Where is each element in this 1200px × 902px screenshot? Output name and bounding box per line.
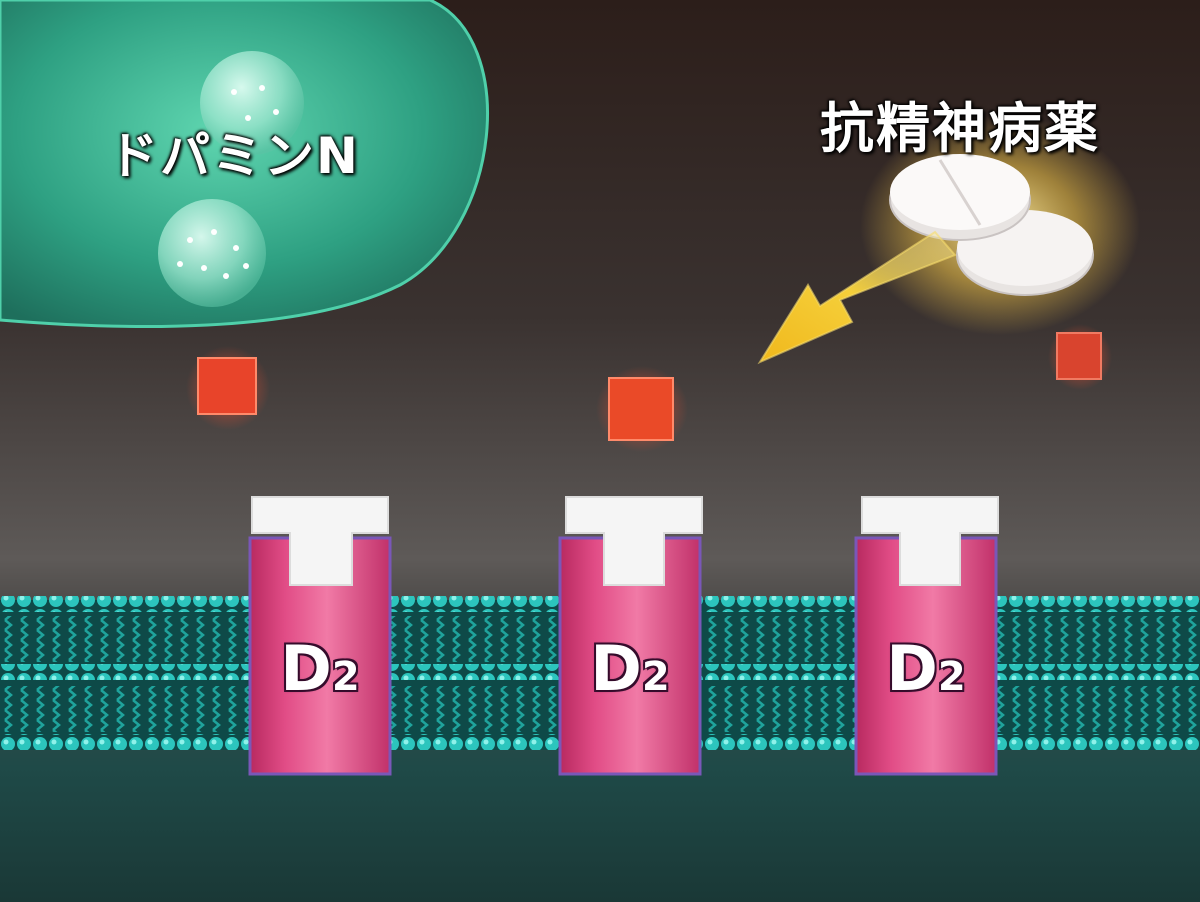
dopamine-neuron [0,0,489,328]
receptor-label: D2 [575,632,685,705]
drug-tablet-icon [860,115,1140,335]
d2-receptor [854,496,999,776]
receptor-letter: D [886,632,938,705]
synaptic-vesicle-icon [158,199,266,307]
receptor-label: D2 [871,632,981,705]
receptor-letter: D [280,632,332,705]
receptor-subscript: 2 [641,654,670,700]
receptor-subscript: 2 [331,654,360,700]
drug-arrow-icon [757,230,957,365]
antipsychotic-drug-label: 抗精神病薬 [820,97,1100,160]
receptor-subscript: 2 [937,654,966,700]
dopamine-neuron-label: ドパミンN [108,127,360,185]
receptor-letter: D [590,632,642,705]
dopamine-molecule-icon [186,346,270,430]
synaptic-vesicle-icon [200,51,304,155]
dopamine-molecule-icon [596,366,688,452]
d2-receptor [248,496,392,776]
dopamine-molecule-icon [1048,324,1112,390]
d2-receptor [558,496,703,776]
receptor-label: D2 [265,632,375,705]
